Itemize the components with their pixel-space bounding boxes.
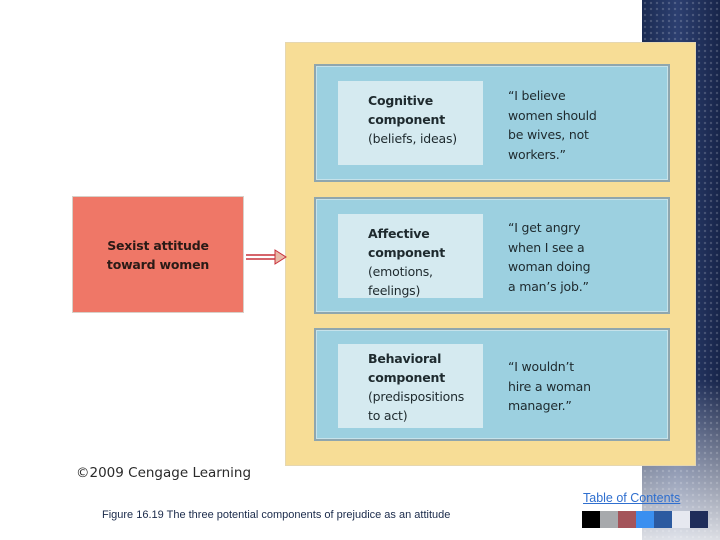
cognitive-component-box: Cognitive component (beliefs, ideas) “I … xyxy=(314,64,670,182)
component-description: (beliefs, ideas) xyxy=(368,131,457,146)
color-swatch xyxy=(582,511,600,528)
behavioral-component-box: Behavioral component (predispositions to… xyxy=(314,328,670,441)
copyright-text: ©2009 Cengage Learning xyxy=(76,465,252,481)
component-title: Affective component xyxy=(368,226,446,260)
component-label-box: Affective component (emotions, feelings) xyxy=(338,214,483,298)
component-quote: “I get angry when I see a woman doing a … xyxy=(508,220,591,294)
figure-caption: Figure 16.19 The three potential compone… xyxy=(102,509,451,521)
component-title: Behavioral component xyxy=(368,351,446,385)
color-swatch xyxy=(690,511,708,528)
table-of-contents-link[interactable]: Table of Contents xyxy=(583,491,681,505)
component-quote: “I wouldn’t hire a woman manager.” xyxy=(508,359,591,413)
component-label-box: Cognitive component (beliefs, ideas) xyxy=(338,81,483,165)
component-description: (predispositions to act) xyxy=(368,389,465,423)
color-swatch xyxy=(618,511,636,528)
component-title: Cognitive component xyxy=(368,93,446,127)
component-description: (emotions, feelings) xyxy=(368,264,433,298)
component-label-box: Behavioral component (predispositions to… xyxy=(338,344,483,428)
component-quote: “I believe women should be wives, not wo… xyxy=(508,88,597,162)
attitude-box: Sexist attitude toward women xyxy=(72,196,244,313)
affective-component-box: Affective component (emotions, feelings)… xyxy=(314,197,670,314)
color-swatch-bar xyxy=(582,511,708,528)
arrow-right-icon xyxy=(246,249,287,265)
color-swatch xyxy=(636,511,654,528)
color-swatch xyxy=(672,511,690,528)
color-swatch xyxy=(654,511,672,528)
color-swatch xyxy=(600,511,618,528)
attitude-label: Sexist attitude toward women xyxy=(106,237,210,272)
